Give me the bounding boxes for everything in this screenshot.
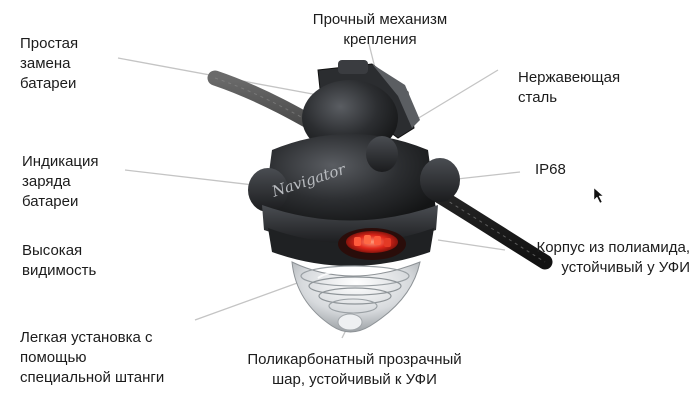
label-polyamide-body: Корпус из полиамида, устойчивый у УФИ: [536, 239, 690, 276]
cursor-icon: [593, 187, 604, 204]
label-stainless-steel: Нержавеющая сталь: [518, 69, 621, 106]
label-mounting-mechanism: Прочный механизм крепления: [312, 11, 448, 48]
callout-line-install: [194, 281, 301, 321]
label-high-visibility: Высокая видимость: [22, 242, 97, 279]
callout-line-indicator: [124, 169, 263, 187]
dome: [291, 261, 421, 333]
label-easy-install: Легкая установка с помощью специальной ш…: [20, 329, 165, 386]
label-charge-indicator: Индикация заряда батареи: [22, 153, 99, 210]
led-indicator: [338, 228, 406, 260]
label-ip-rating: IP68: [535, 161, 566, 178]
callout-line-ip: [447, 171, 521, 181]
callout-line-polyamide: [437, 239, 506, 251]
label-battery-replacement: Простая замена батареи: [20, 35, 79, 92]
callout-line-steel: [411, 69, 499, 123]
label-polycarbonate-dome: Поликарбонатный прозрачный шар, устойчив…: [247, 351, 462, 388]
